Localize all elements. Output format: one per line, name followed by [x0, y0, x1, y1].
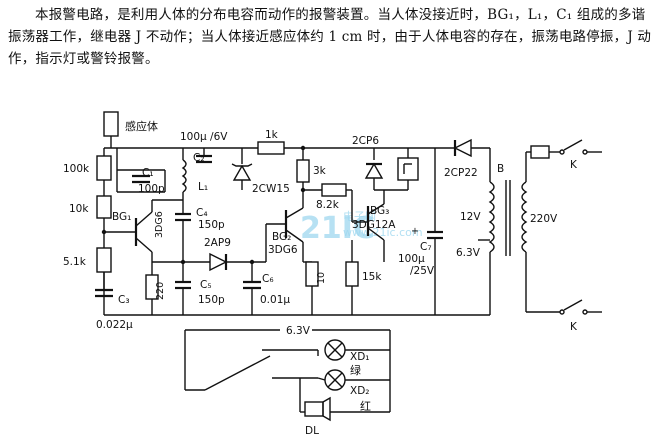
d-2cp22-label: 2CP22	[444, 167, 478, 179]
resistor-1k	[257, 141, 285, 155]
d-2ap9-label: 2AP9	[204, 237, 231, 249]
xd2-label: XD₂	[350, 385, 370, 397]
r-100k-label: 100k	[63, 163, 90, 175]
transistor-bg2	[265, 207, 304, 262]
c5-value: 150p	[198, 294, 225, 306]
c1-label: C₁	[142, 167, 154, 179]
r-220-label: 220	[155, 282, 166, 300]
k-bottom-label: K	[570, 321, 578, 333]
r-5k1-label: 5.1k	[63, 256, 87, 268]
fuse	[530, 145, 550, 159]
c5-label: C₅	[200, 279, 212, 291]
resistor-10k	[96, 195, 112, 219]
c1-value: 100p	[138, 183, 165, 195]
sensor-plate	[103, 111, 119, 148]
description-text: 本报警电路，是利用人体的分布电容而动作的报警装置。当人体没接近时，BG₁，L₁，…	[8, 7, 652, 67]
r-10k-label: 10k	[69, 203, 89, 215]
r-3k-label: 3k	[313, 165, 327, 177]
xd1-color: 绿	[350, 363, 361, 377]
dz-label: 2CW15	[252, 183, 290, 195]
transistor-bg1	[134, 199, 183, 262]
zener-2cw15	[231, 148, 253, 190]
l1-label: L₁	[198, 181, 208, 193]
transformer-primary	[521, 181, 528, 253]
resistor-3k	[296, 159, 310, 183]
c4-value: 150p	[198, 219, 225, 231]
r-10-label: 10	[316, 272, 327, 284]
transistor-bg3	[352, 190, 385, 262]
watermark-url: www.21ic.com	[343, 226, 423, 239]
resistor-8k2	[321, 183, 347, 197]
resistor-100k	[96, 155, 112, 181]
relay-coil	[397, 157, 419, 181]
c6-value: 0.01μ	[260, 294, 290, 306]
relay-contact	[204, 355, 271, 391]
transformer-secondary	[488, 181, 495, 253]
lamp-xd1	[324, 339, 346, 361]
r-8k2-label: 8.2k	[316, 199, 340, 211]
bg2-type: 3DG6	[268, 244, 298, 256]
v6-3-bottom-label: 6.3V	[286, 325, 311, 337]
lamp-xd2	[324, 369, 346, 391]
svg-text:+: +	[411, 226, 419, 237]
c7-voltage: /25V	[410, 265, 435, 277]
inductor-l1	[181, 159, 187, 193]
watermark-logo: 21IC	[300, 211, 375, 246]
sensor-label: 感应体	[125, 119, 158, 133]
resistor-5k1	[96, 247, 112, 273]
bg3-type: 3DG12A	[352, 219, 396, 231]
resistor-15k	[345, 261, 359, 287]
c7-label: C₇	[420, 241, 432, 253]
bg3-label: BG₃	[370, 205, 389, 217]
b-label: B	[497, 163, 504, 175]
k-top-label: K	[570, 159, 578, 171]
switch-k-bottom[interactable]	[563, 299, 583, 311]
diode-2ap9	[209, 252, 266, 272]
switch-k-top[interactable]	[563, 139, 583, 151]
bg1-label: BG₁	[112, 211, 131, 223]
xd1-label: XD₁	[350, 351, 370, 363]
c3-label: C₃	[118, 294, 130, 306]
bg2-label: BG₂	[272, 231, 291, 243]
d-2cp6-label: 2CP6	[352, 135, 379, 147]
bell-dl	[304, 396, 331, 422]
v6-3-label: 6.3V	[456, 247, 481, 259]
bg1-type: 3DG6	[154, 211, 165, 238]
c2-value: 100μ /6V	[180, 131, 228, 143]
dl-label: DL	[305, 425, 319, 437]
c3-value: 0.022μ	[96, 319, 133, 331]
r-15k-label: 15k	[362, 271, 382, 283]
c4-label: C₄	[196, 207, 208, 219]
diode-2cp6	[364, 162, 384, 190]
xd2-color: 红	[360, 400, 371, 413]
c7-value: 100μ	[398, 253, 425, 265]
v12-label: 12V	[460, 211, 481, 223]
r-1k-label: 1k	[265, 129, 279, 141]
diode-2cp22	[453, 138, 472, 158]
v220-label: 220V	[530, 213, 558, 225]
c2-label: C₂	[193, 152, 205, 164]
c6-label: C₆	[262, 273, 274, 285]
